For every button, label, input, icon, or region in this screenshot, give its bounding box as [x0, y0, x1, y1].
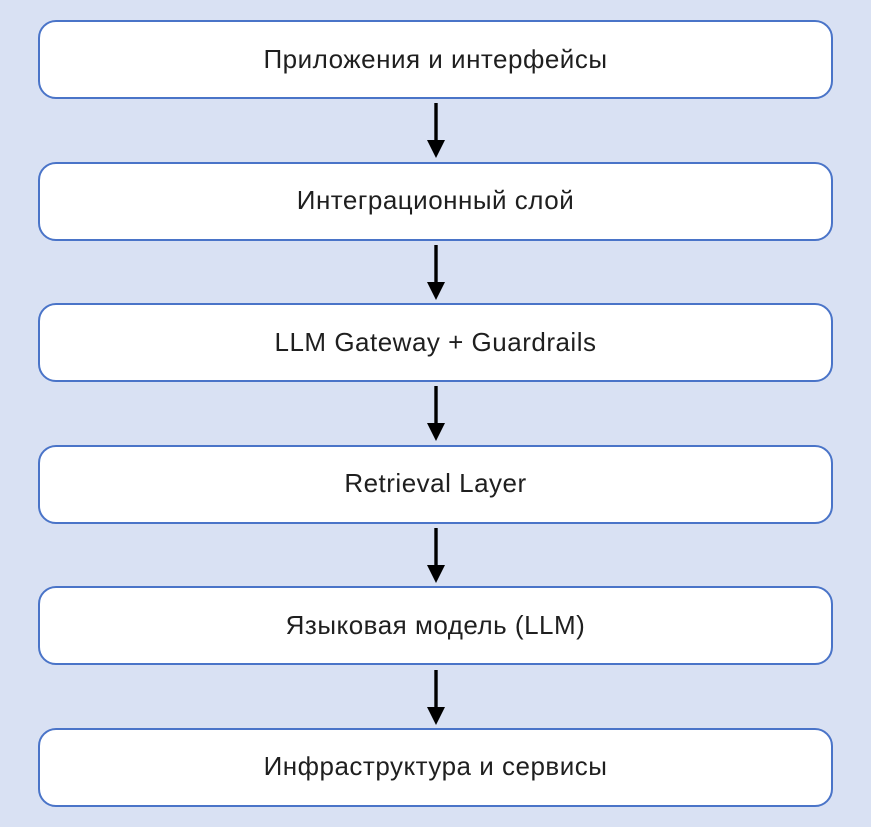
- node-llm: Языковая модель (LLM): [38, 586, 833, 666]
- node-integration: Интеграционный слой: [38, 161, 833, 241]
- node-infrastructure: Инфраструктура и сервисы: [38, 727, 833, 807]
- arrow-down-icon: [38, 524, 833, 587]
- arrow-down-icon: [38, 99, 833, 162]
- arrow-down-icon: [38, 382, 833, 445]
- node-applications: Приложения и интерфейсы: [38, 20, 833, 99]
- node-retrieval-label: Retrieval Layer: [344, 468, 527, 499]
- node-llm-label: Языковая модель (LLM): [285, 609, 586, 640]
- node-infrastructure-label: Инфраструктура и сервисы: [263, 751, 608, 782]
- arrow-down-icon: [38, 665, 833, 728]
- node-integration-label: Интеграционный слой: [296, 185, 575, 216]
- node-gateway-label: LLM Gateway + Guardrails: [274, 326, 597, 357]
- node-applications-label: Приложения и интерфейсы: [263, 43, 608, 74]
- arrow-down-icon: [38, 241, 833, 304]
- node-gateway: LLM Gateway + Guardrails: [38, 303, 833, 383]
- node-retrieval: Retrieval Layer: [38, 444, 833, 524]
